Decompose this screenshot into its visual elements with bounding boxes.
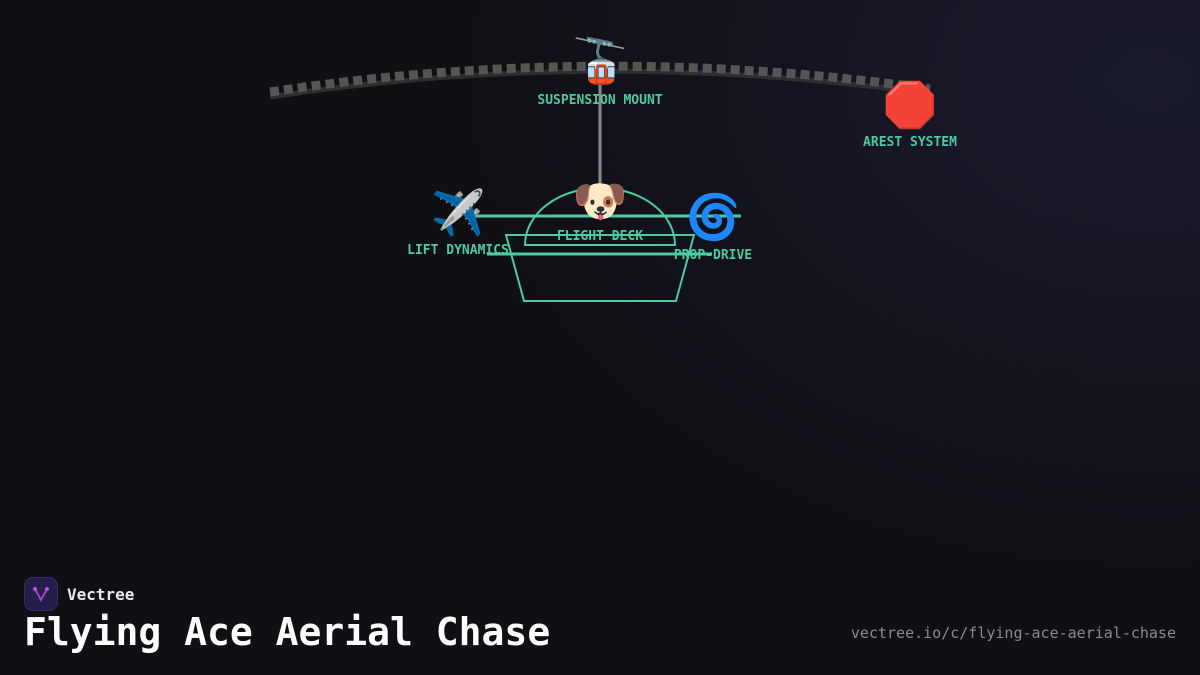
node-label-lift-dynamics: LIFT DYNAMICS [407,243,509,258]
node-label-flight-deck: FLIGHT DECK [556,229,644,244]
track-rail [269,68,931,100]
page-title: Flying Ace Aerial Chase [24,610,551,654]
brand-name: Vectree [67,584,135,604]
dog-face-icon: 🐶 [572,176,628,227]
brand: Vectree [24,577,134,611]
source-url: vectree.io/c/flying-ace-aerial-chase [850,624,1176,642]
cockpit-dome [523,187,677,246]
aerial-tramway-icon: 🚡 [572,36,628,87]
node-label-suspension-mount: SUSPENSION MOUNT [537,93,663,108]
fuselage-body [504,234,696,302]
track-ties [269,61,931,97]
airplane-icon: ✈️ [430,188,486,239]
cyclone-icon: 🌀 [685,192,741,243]
vectree-logo-icon [24,577,58,611]
stop-sign-icon: 🛑 [882,80,938,131]
node-label-arest-system: AREST SYSTEM [863,135,957,150]
node-label-prop-drive: PROP-DRIVE [673,248,753,263]
